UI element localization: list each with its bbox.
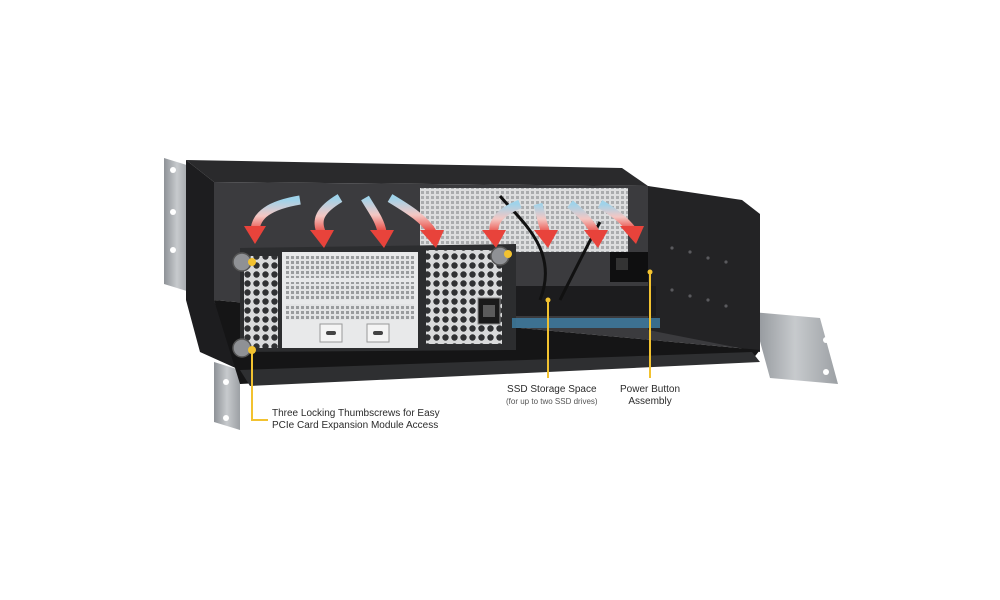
thumbscrews-callout-line2: PCIe Card Expansion Module Access — [272, 420, 439, 431]
callout-lines — [251, 272, 651, 421]
thumbscrews — [232, 246, 512, 358]
airflow-arrow-icon — [482, 199, 522, 248]
ssd-callout-subtitle: (for up to two SSD drives) — [506, 397, 598, 406]
airflow-arrow-icon — [597, 200, 644, 244]
airflow-arrow-icon — [361, 195, 394, 248]
thumbscrew-icon — [232, 338, 256, 358]
airflow-arrow-icon — [567, 200, 608, 248]
airflow-arrow-icon — [244, 195, 301, 244]
thumbscrew-callout-line — [251, 352, 268, 421]
power-callout: Power Button Assembly — [620, 384, 680, 408]
ssd-callout: SSD Storage Space (for up to two SSD dri… — [506, 384, 598, 407]
usb-c-port-icon — [326, 331, 336, 335]
right-rack-ear — [752, 312, 838, 384]
power-callout-line1: Power Button — [620, 384, 681, 395]
airflow-arrow-icon — [533, 202, 558, 248]
airflow-arrows — [244, 194, 644, 248]
power-callout-line2: Assembly — [628, 396, 672, 407]
left-rack-ear — [164, 158, 240, 430]
ssd-callout-title: SSD Storage Space — [507, 384, 597, 395]
airflow-arrow-icon — [387, 194, 444, 248]
thumbscrew-icon — [490, 246, 512, 266]
thumbscrews-callout: Three Locking Thumbscrews for Easy PCIe … — [272, 408, 440, 432]
thumbscrews-callout-line1: Three Locking Thumbscrews for Easy — [272, 408, 440, 419]
airflow-arrow-icon — [310, 194, 343, 248]
usb-c-port-icon — [373, 331, 383, 335]
thumbscrew-icon — [232, 252, 256, 272]
